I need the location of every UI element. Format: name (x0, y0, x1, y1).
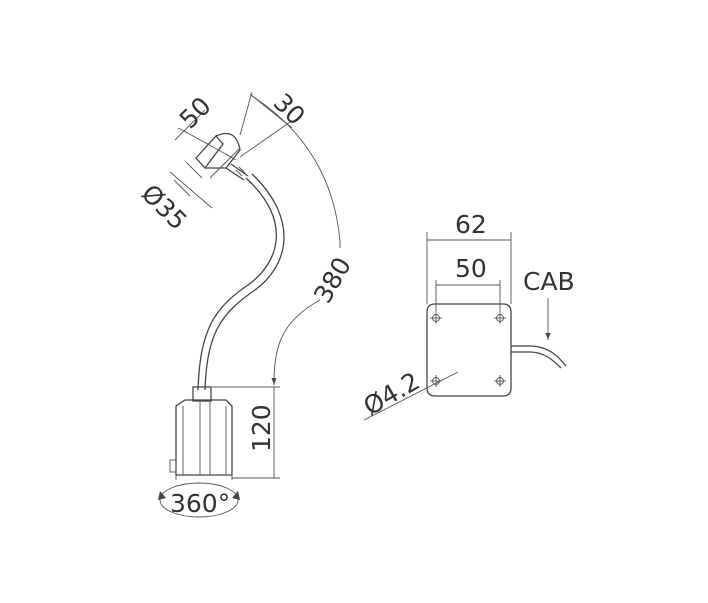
dim-rotation: 360° (158, 482, 240, 518)
dim-base-height: 120 (212, 386, 280, 479)
mount-holes (430, 312, 506, 387)
dim-head-diameter-label: Ø35 (136, 179, 193, 236)
cable-callout: CAB (523, 267, 575, 340)
dim-arm-length: 380 (251, 95, 357, 386)
dim-head-offset: 30 (239, 88, 311, 158)
dim-head-diameter: Ø35 (136, 161, 213, 236)
dim-arm-length-label: 380 (308, 252, 357, 308)
mount-cable (511, 345, 567, 369)
lamp-base (169, 386, 233, 480)
dim-head-offset-label: 30 (268, 88, 311, 131)
dim-base-height-label: 120 (247, 404, 276, 452)
dim-hole-diameter: Ø4.2 (359, 366, 459, 421)
lamp-head (195, 132, 249, 181)
lamp-view: 50 30 Ø35 380 120 (136, 88, 357, 518)
dim-outer-width-label: 62 (455, 210, 487, 239)
dim-hole-diameter-label: Ø4.2 (359, 366, 425, 421)
dim-rotation-label: 360° (170, 489, 230, 518)
dim-head-length-label: 50 (174, 91, 217, 134)
cable-label: CAB (523, 267, 575, 296)
mount-plate-view: 62 50 Ø4.2 CAB (359, 210, 575, 421)
dim-hole-spacing: 50 (435, 254, 501, 312)
gooseneck-arm (197, 173, 285, 391)
dim-outer-width: 62 (426, 210, 512, 304)
mount-plate (426, 303, 512, 397)
dim-hole-spacing-label: 50 (455, 254, 487, 283)
